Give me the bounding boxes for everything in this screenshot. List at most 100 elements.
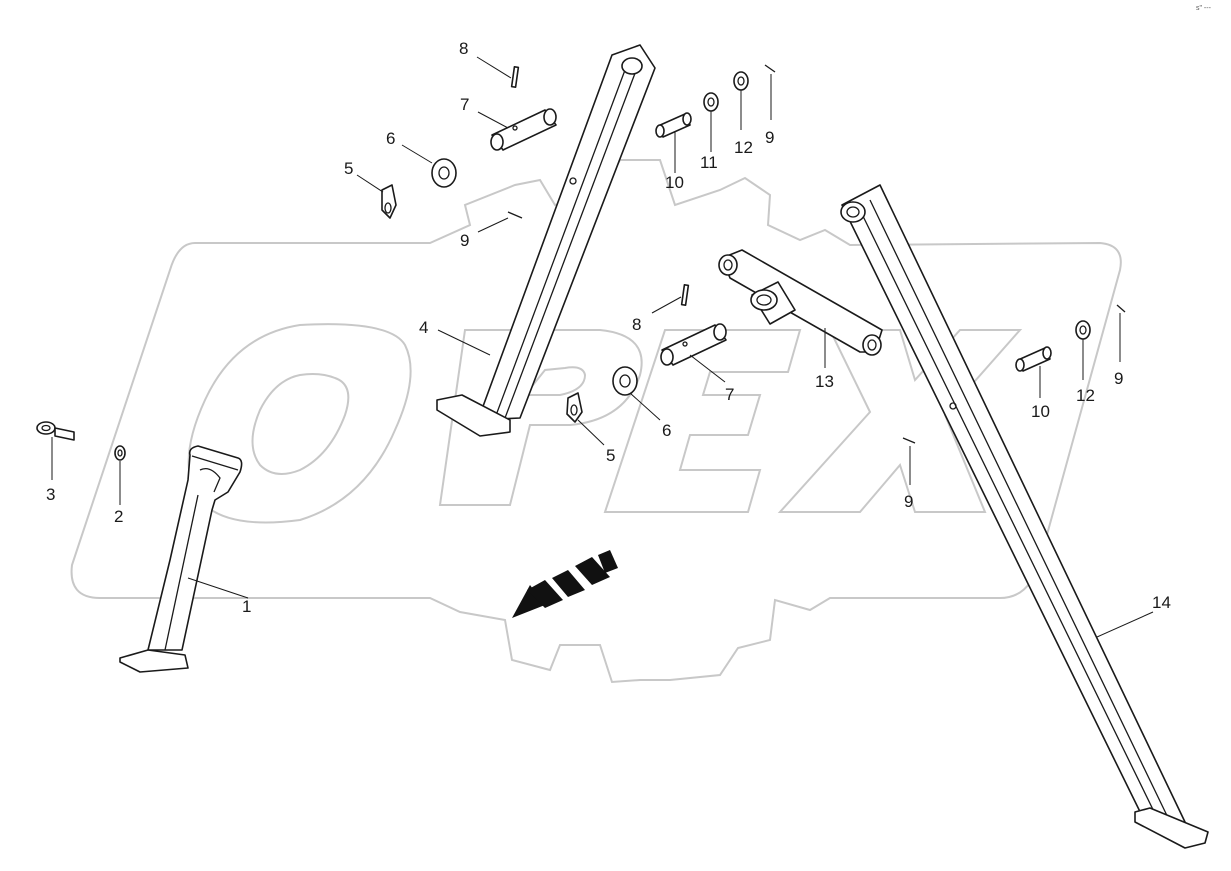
callout-9d: 9 <box>904 492 913 511</box>
callout-13: 13 <box>815 372 834 391</box>
leader-8a <box>476 56 512 79</box>
part-9-cotter-c <box>1116 304 1126 362</box>
part-1-bracket <box>119 445 249 673</box>
washer-12a-hole <box>737 76 745 86</box>
part-2-washer <box>114 445 126 505</box>
callout-2: 2 <box>114 507 123 526</box>
leader-6b <box>629 392 661 421</box>
cotter-9a <box>507 211 523 219</box>
pin-7a-end <box>490 133 504 151</box>
washer-12b <box>1075 320 1091 340</box>
part-9-cotter-a <box>477 211 523 233</box>
bracket-body <box>147 445 243 651</box>
washer-11 <box>703 92 719 112</box>
long-leg-edge-1 <box>859 209 1163 829</box>
part-9-cotter-d <box>902 437 916 485</box>
long-leg-top-hole <box>846 206 860 218</box>
part-12-washer-lower <box>1075 320 1091 380</box>
callout-9c: 9 <box>1114 369 1123 388</box>
part-6-washer-lower <box>612 366 661 421</box>
pin-7b-end <box>660 348 674 366</box>
bushing-10b-far-end <box>1042 346 1052 360</box>
callout-14: 14 <box>1152 593 1171 612</box>
part-10-bushing-lower <box>1015 346 1052 398</box>
split-pin-8a <box>510 66 520 88</box>
watermark-gear-outline <box>70 159 1122 684</box>
leader-1 <box>187 577 249 599</box>
washer-6b-hole <box>619 374 631 388</box>
link-13-end-left <box>718 254 738 276</box>
part-8-split-pin-lower <box>651 284 690 314</box>
leader-7b <box>689 354 726 383</box>
part-12-washer-upper <box>733 71 749 130</box>
pin-7a-hole <box>512 125 518 131</box>
watermark-letter-p <box>438 329 643 506</box>
clip-5b <box>566 392 583 423</box>
callout-9b: 9 <box>765 128 774 147</box>
leader-6a <box>401 144 433 164</box>
callout-7b: 7 <box>725 385 734 404</box>
leg-4-pin-hole <box>569 177 577 185</box>
leg-4-edge-2 <box>504 59 641 419</box>
callout-7a: 7 <box>460 95 469 114</box>
leader-7a <box>477 111 509 129</box>
pin-7b-hole <box>682 341 688 347</box>
arrow-head <box>512 585 545 618</box>
part-8-split-pin-upper <box>476 56 520 88</box>
part-11-washer <box>703 92 719 152</box>
leader-9a <box>477 217 509 233</box>
bushing-10a-end <box>655 124 665 138</box>
direction-arrow <box>512 550 618 618</box>
leg-4-top-hole <box>621 57 643 75</box>
link-13-end-right <box>862 334 882 356</box>
washer-12b-hole <box>1079 325 1087 335</box>
watermark-letter-x <box>777 329 1023 513</box>
long-leg-top-tube <box>840 201 866 223</box>
arrow-dash-1 <box>527 580 563 608</box>
link-13-end-left-hole <box>723 259 733 271</box>
cotter-9b <box>764 64 776 73</box>
callout-10b: 10 <box>1031 402 1050 421</box>
part-5-clip-lower <box>566 392 605 446</box>
clip-5a-hole <box>384 202 392 214</box>
part-4-leg <box>436 44 656 437</box>
part-5-clip-upper <box>356 174 397 219</box>
washer-12a <box>733 71 749 91</box>
part-7-pin-lower <box>660 323 727 383</box>
leg-4-foot <box>436 394 511 437</box>
part-9-cotter-b <box>764 64 776 120</box>
part-6-washer-upper <box>401 144 457 188</box>
callout-10a: 10 <box>665 173 684 192</box>
callout-3: 3 <box>46 485 55 504</box>
leader-4 <box>437 329 491 356</box>
pin-7b-far-end <box>713 323 727 341</box>
leg-4-edge-1 <box>494 61 629 419</box>
bracket-hook-top <box>191 455 239 493</box>
split-pin-8b <box>680 284 690 306</box>
callout-5b: 5 <box>606 446 615 465</box>
part-3-eyebolt <box>36 421 75 480</box>
washer-2-hole <box>117 449 123 457</box>
callout-4: 4 <box>419 318 428 337</box>
bracket-inner-edge <box>164 494 199 651</box>
callout-12b: 12 <box>1076 386 1095 405</box>
link-13-tube-hole <box>756 294 772 306</box>
eyebolt-ring-hole <box>41 424 51 432</box>
callout-12a: 12 <box>734 138 753 157</box>
long-leg-body <box>841 184 1186 829</box>
arrow-dash-2 <box>552 570 585 597</box>
part-7-pin-upper <box>477 108 557 151</box>
arrow-dash-3 <box>575 557 610 585</box>
long-leg-pin-hole <box>949 402 957 410</box>
bushing-10b-end <box>1015 358 1025 372</box>
part-14-long-leg <box>840 184 1209 849</box>
callout-8a: 8 <box>459 39 468 58</box>
watermark-letter-o <box>187 323 412 524</box>
watermark <box>70 159 1122 684</box>
washer-6a-hole <box>438 166 450 180</box>
callout-11: 11 <box>700 153 718 172</box>
long-leg-edge-2 <box>869 199 1173 827</box>
part-13-link <box>718 249 883 368</box>
long-leg-foot <box>1134 807 1209 849</box>
